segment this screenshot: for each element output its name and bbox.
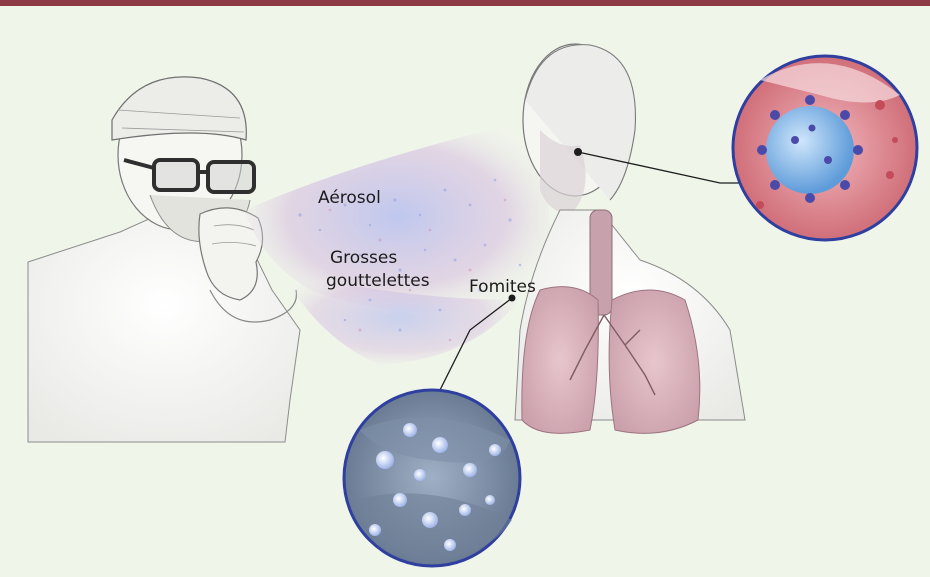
label-fomites: Fomites — [469, 276, 536, 298]
coughing-man-figure — [28, 77, 300, 442]
woman-figure — [515, 44, 745, 433]
label-large-droplets-line1: Grosses — [330, 247, 397, 269]
label-aerosol: Aérosol — [318, 187, 381, 209]
label-large-droplets-line2: gouttelettes — [326, 270, 430, 292]
fomite-closeup — [344, 390, 520, 566]
virus-closeup — [733, 56, 917, 240]
